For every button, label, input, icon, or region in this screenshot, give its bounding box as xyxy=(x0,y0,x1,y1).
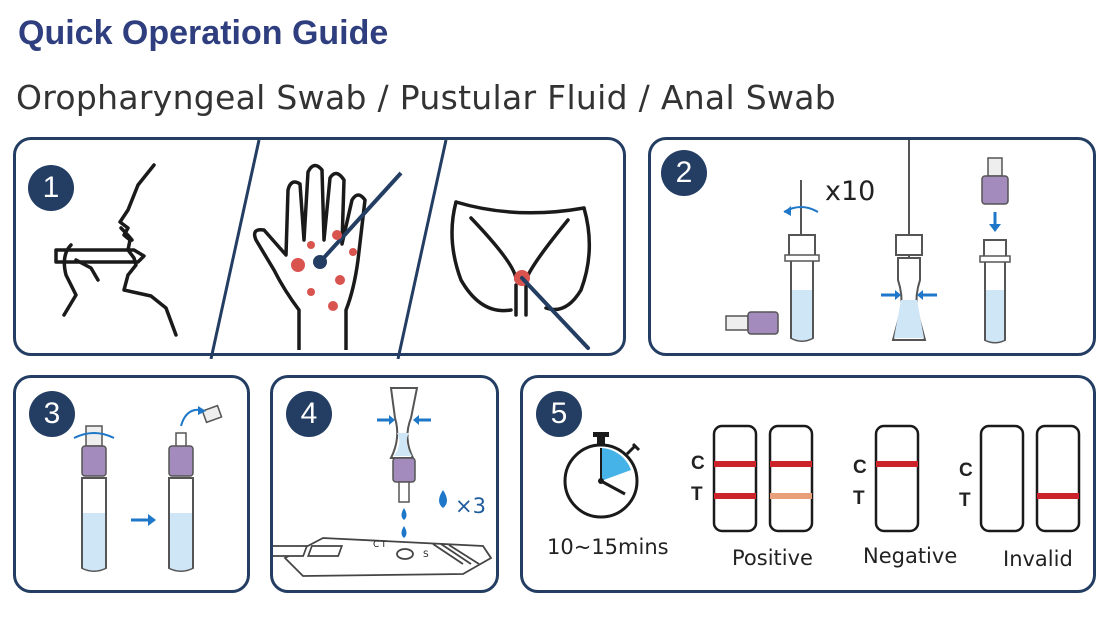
result-strip-negative xyxy=(874,424,920,533)
t-label-positive: T xyxy=(691,484,703,505)
cassette-mark-s: S xyxy=(423,550,429,560)
step-4-panel: 4 ×3 C T S xyxy=(270,375,499,593)
step-2-illustrations xyxy=(725,140,1011,344)
time-label: 10~15mins xyxy=(547,535,669,559)
step-1-illustrations xyxy=(54,140,592,359)
test-cassette-icon xyxy=(273,537,493,577)
negative-label: Negative xyxy=(863,544,958,568)
dropper-tube-icon xyxy=(73,425,115,572)
step-5-badge: 5 xyxy=(536,391,582,437)
dropping-tube-icon xyxy=(377,387,431,538)
cassette-mark-c: C xyxy=(373,540,380,550)
c-label-negative: C xyxy=(853,457,867,478)
c-label-positive: C xyxy=(691,453,705,474)
stopwatch-icon xyxy=(563,432,641,519)
drop-icon xyxy=(439,490,447,508)
step-4-illustrations xyxy=(273,387,493,577)
c-label-invalid: C xyxy=(959,460,973,481)
result-strip-positive-1 xyxy=(712,424,758,533)
cap-tube-icon xyxy=(979,157,1011,344)
step-5-illustrations xyxy=(563,424,1081,533)
guide-subtitle: Oropharyngeal Swab / Pustular Fluid / An… xyxy=(16,78,837,117)
step-2-panel: 2 x10 xyxy=(648,137,1096,356)
positive-label: Positive xyxy=(732,546,813,570)
squeeze-tube-icon xyxy=(881,140,937,341)
result-strip-positive-2 xyxy=(768,424,814,533)
step-1-panel: 1 xyxy=(13,137,626,359)
hand-swab-icon xyxy=(252,163,403,350)
dropper-cap-icon xyxy=(725,311,779,335)
step-3-badge: 3 xyxy=(29,391,75,437)
t-label-negative: T xyxy=(853,488,865,509)
swab-stir-icon xyxy=(783,180,820,342)
step-1-badge: 1 xyxy=(28,165,74,211)
cassette-mark-t: T xyxy=(381,540,387,550)
step-3-illustrations xyxy=(73,404,223,572)
t-label-invalid: T xyxy=(959,490,971,511)
step-5-panel: 5 10~15mins C T C T C T Positive Negativ… xyxy=(520,375,1096,593)
result-strip-invalid-1 xyxy=(979,424,1025,533)
anal-swab-icon xyxy=(450,200,592,350)
invalid-label: Invalid xyxy=(1003,547,1073,571)
result-strip-invalid-2 xyxy=(1035,424,1081,533)
arrow-right-icon xyxy=(131,514,156,526)
step-2-badge: 2 xyxy=(661,150,707,196)
face-swab-icon xyxy=(54,163,178,337)
step-4-badge: 4 xyxy=(286,391,332,437)
step-3-panel: 3 xyxy=(13,375,250,593)
guide-title: Quick Operation Guide xyxy=(18,14,389,52)
repeat-count-label: x10 xyxy=(825,176,876,207)
drops-count-label: ×3 xyxy=(455,494,486,518)
open-tip-tube-icon xyxy=(168,404,223,572)
